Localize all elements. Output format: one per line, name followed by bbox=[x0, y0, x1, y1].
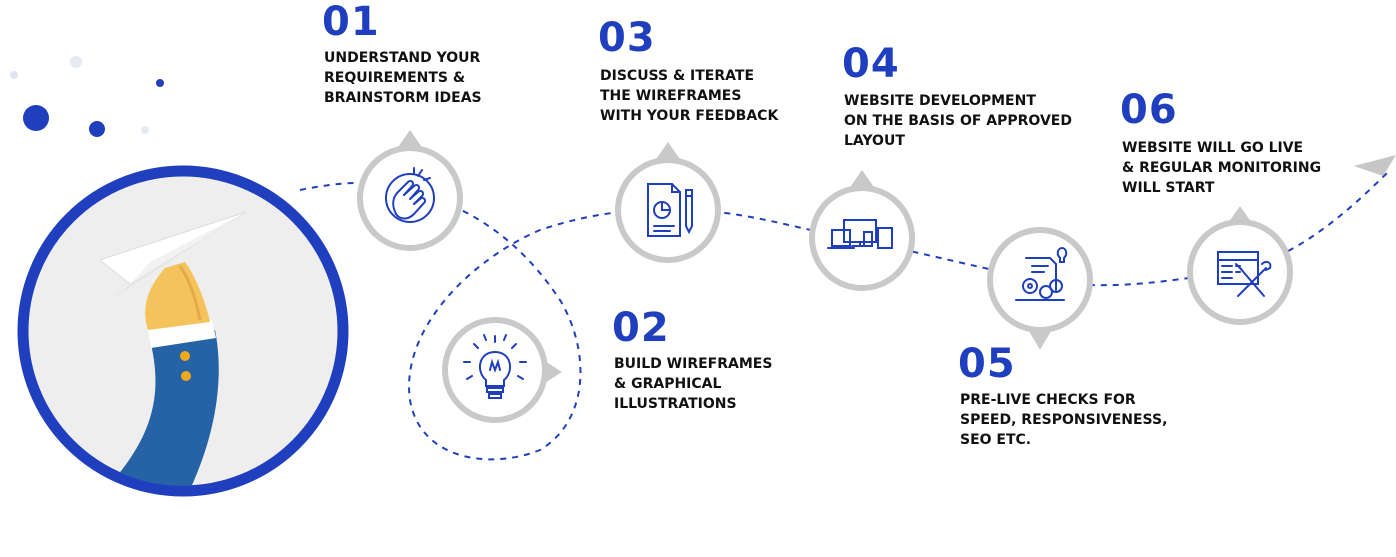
server-tools-icon bbox=[1217, 251, 1272, 297]
step-03-number: 03 bbox=[598, 15, 656, 61]
step-05-line-3: SEO ETC. bbox=[960, 432, 1032, 448]
lightbulb-icon bbox=[463, 334, 527, 399]
multi-device-icon bbox=[827, 219, 893, 249]
step-02-line-1: BUILD WIREFRAMES bbox=[614, 356, 773, 372]
decor-dot bbox=[89, 121, 105, 137]
step-01-number: 01 bbox=[322, 0, 380, 45]
step-04-number: 04 bbox=[842, 41, 900, 87]
cuff-button bbox=[180, 351, 190, 361]
step-04-line-2: ON THE BASIS OF APPROVED bbox=[844, 113, 1072, 129]
step-06-line-3: WILL START bbox=[1122, 180, 1215, 196]
decor-dot bbox=[23, 105, 49, 131]
step-03-line-1: DISCUSS & ITERATE bbox=[600, 68, 755, 84]
decor-dot bbox=[156, 79, 164, 87]
step-02-line-2: & GRAPHICAL bbox=[614, 376, 722, 392]
step-04-line-1: WEBSITE DEVELOPMENT bbox=[844, 93, 1036, 109]
step-05-line-2: SPEED, RESPONSIVENESS, bbox=[960, 412, 1168, 428]
step-06-bubble bbox=[1187, 206, 1293, 325]
paper-plane-icon bbox=[98, 211, 247, 300]
gears-check-icon bbox=[1015, 246, 1068, 301]
step-03-description: DISCUSS & ITERATE THE WIREFRAMES WITH YO… bbox=[600, 66, 778, 126]
step-05-description: PRE-LIVE CHECKS FOR SPEED, RESPONSIVENES… bbox=[960, 390, 1167, 450]
step-02-line-3: ILLUSTRATIONS bbox=[614, 396, 737, 412]
cuff-button bbox=[181, 371, 191, 381]
step-06-number: 06 bbox=[1120, 87, 1178, 133]
step-01-description: UNDERSTAND YOUR REQUIREMENTS & BRAINSTOR… bbox=[324, 48, 482, 108]
step-03-line-2: THE WIREFRAMES bbox=[600, 88, 742, 104]
arrowhead-end bbox=[1354, 155, 1396, 176]
step-06-line-2: & REGULAR MONITORING bbox=[1122, 160, 1322, 176]
hand-click-icon bbox=[385, 167, 435, 223]
cuff-shape bbox=[148, 320, 216, 348]
step-06-description: WEBSITE WILL GO LIVE & REGULAR MONITORIN… bbox=[1122, 138, 1321, 198]
step-03-bubble bbox=[615, 142, 721, 263]
step-06-line-1: WEBSITE WILL GO LIVE bbox=[1122, 140, 1304, 156]
step-04-description: WEBSITE DEVELOPMENT ON THE BASIS OF APPR… bbox=[844, 91, 1072, 151]
step-02-bubble bbox=[442, 317, 562, 423]
step-04-bubble bbox=[809, 170, 915, 291]
step-05-number: 05 bbox=[958, 341, 1016, 387]
step-01-line-1: UNDERSTAND YOUR bbox=[324, 50, 481, 66]
step-01-line-3: BRAINSTORM IDEAS bbox=[324, 90, 482, 106]
step-02-description: BUILD WIREFRAMES & GRAPHICAL ILLUSTRATIO… bbox=[614, 354, 772, 414]
document-chart-icon bbox=[647, 183, 693, 237]
step-04-line-3: LAYOUT bbox=[844, 133, 905, 149]
dashed-connector-path bbox=[299, 169, 1391, 461]
decor-dot bbox=[70, 56, 82, 68]
hero-illustration bbox=[17, 165, 349, 497]
step-01-line-2: REQUIREMENTS & bbox=[324, 70, 466, 86]
step-05-line-1: PRE-LIVE CHECKS FOR bbox=[960, 392, 1136, 408]
hand-shape bbox=[145, 262, 210, 330]
decor-dot bbox=[10, 71, 18, 79]
step-03-line-3: WITH YOUR FEEDBACK bbox=[600, 108, 779, 124]
step-02-number: 02 bbox=[612, 305, 670, 351]
decor-dot bbox=[141, 126, 149, 134]
